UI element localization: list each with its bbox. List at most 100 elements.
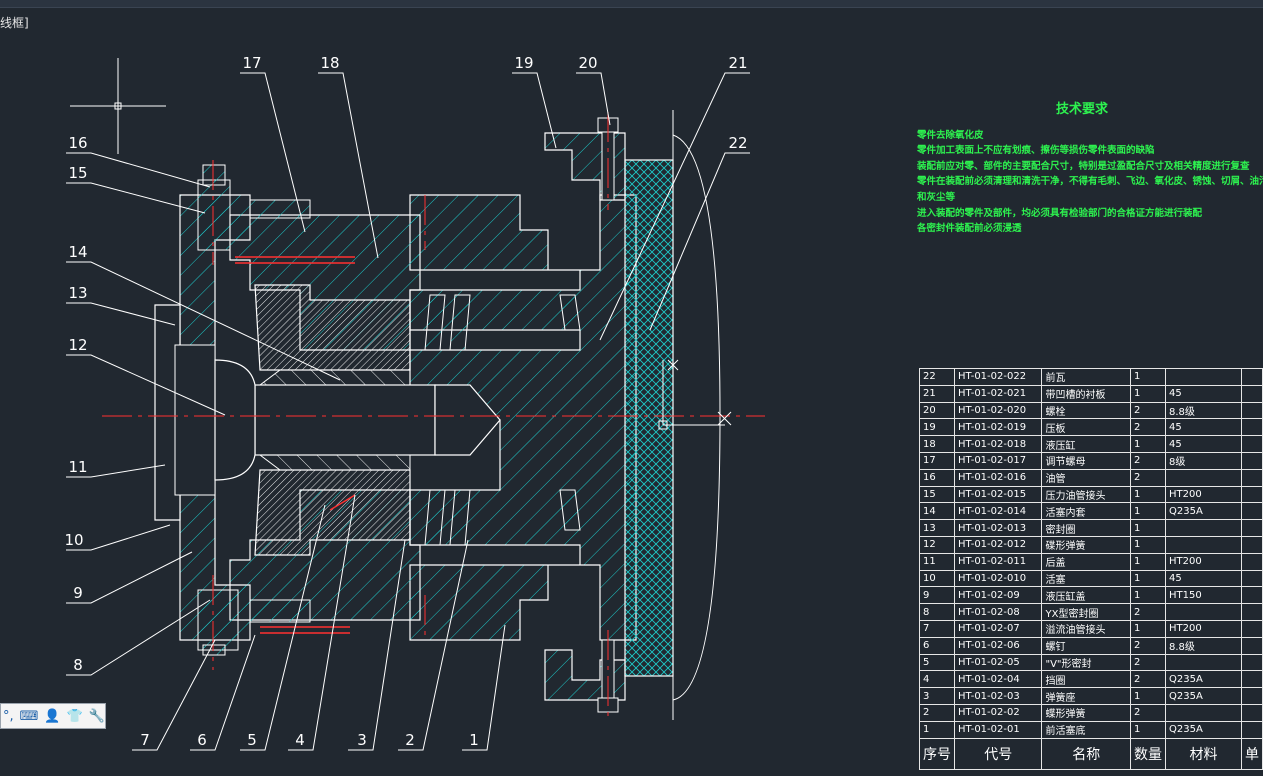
user-icon[interactable]: 👤 — [44, 708, 61, 724]
bom-cell-code: HT-01-02-08 — [953, 603, 1043, 621]
bom-cell-no: 15 — [919, 485, 955, 504]
bom-cell-no: 11 — [919, 552, 955, 571]
bom-cell-name: 压力油管接头 — [1041, 485, 1131, 504]
bom-cell-code: HT-01-02-03 — [953, 687, 1043, 705]
bom-cell-no: 18 — [919, 435, 955, 453]
bom-cell-extra — [1240, 502, 1263, 521]
part-number: 14 — [68, 243, 87, 261]
bom-cell-qty: 2 — [1129, 418, 1166, 437]
bom-cell-extra — [1240, 670, 1263, 689]
part-number: 8 — [73, 656, 83, 674]
bom-cell-extra — [1240, 485, 1263, 504]
bom-cell-code: HT-01-02-019 — [953, 418, 1043, 437]
bom-cell-extra — [1240, 401, 1263, 420]
oil-passages — [235, 256, 356, 634]
bom-cell-name: 带凹槽的衬板 — [1041, 384, 1131, 403]
bom-header-row: 序号代号名称数量材料单 — [919, 737, 1263, 770]
bom-cell-code: HT-01-02-020 — [953, 401, 1043, 420]
bom-cell-qty: 1 — [1129, 535, 1166, 554]
centerlines — [102, 112, 765, 720]
bom-cell-extra — [1240, 435, 1263, 453]
tech-line: 各密封件装配前必须浸透 — [917, 223, 1022, 235]
bom-cell-material: HT200 — [1164, 485, 1242, 504]
bom-cell-qty: 1 — [1129, 435, 1166, 453]
bom-cell-extra — [1240, 703, 1263, 722]
tech-line: 零件在装配前必须清理和清洗干净，不得有毛刺、飞边、氧化皮、锈蚀、切屑、油污、着色… — [917, 176, 1263, 188]
bom-cell-qty: 1 — [1129, 569, 1166, 588]
bom-cell-extra — [1240, 720, 1263, 739]
pipe-fittings — [197, 164, 239, 656]
bom-cell-material: HT150 — [1164, 586, 1242, 605]
bom-cell-code: HT-01-02-04 — [953, 670, 1043, 689]
bom-cell-extra — [1240, 552, 1263, 571]
bom-cell-no: 1 — [919, 720, 955, 739]
part-number: 10 — [64, 531, 83, 549]
bom-cell-qty: 1 — [1129, 485, 1166, 504]
part-number: 18 — [320, 54, 339, 72]
part-number: 1 — [469, 731, 479, 749]
bom-cell-material — [1164, 368, 1242, 386]
bom-cell-name: 调节螺母 — [1041, 451, 1131, 470]
bom-cell-material: HT200 — [1164, 619, 1242, 638]
bom-cell-material: Q235A — [1164, 670, 1242, 689]
bom-cell-name: 碟形弹簧 — [1041, 535, 1131, 554]
bom-cell-code: HT-01-02-014 — [953, 502, 1043, 521]
bom-cell-extra — [1240, 368, 1263, 386]
bom-cell-qty: 1 — [1129, 687, 1166, 705]
bom-cell-extra — [1240, 519, 1263, 537]
bom-cell-name: 前活塞底 — [1041, 720, 1131, 739]
bom-cell-no: 7 — [919, 619, 955, 638]
wrench-icon[interactable]: 🔧 — [88, 708, 105, 724]
bom-cell-no: 3 — [919, 687, 955, 705]
bom-cell-name: 活塞 — [1041, 569, 1131, 588]
bom-cell-name: 前瓦 — [1041, 368, 1131, 386]
viewport-label[interactable]: 线框] — [0, 16, 29, 30]
bom-cell-no: 8 — [919, 603, 955, 621]
bom-cell-code: HT-01-02-09 — [953, 586, 1043, 605]
part-number: 9 — [73, 584, 83, 602]
bom-header-material: 材料 — [1164, 737, 1242, 770]
bom-cell-no: 21 — [919, 384, 955, 403]
bom-header-extra: 单 — [1240, 737, 1263, 770]
snap-icon[interactable]: °, — [3, 708, 14, 724]
bom-cell-code: HT-01-02-07 — [953, 619, 1043, 638]
bom-cell-material: Q235A — [1164, 687, 1242, 705]
bom-cell-code: HT-01-02-01 — [953, 720, 1043, 739]
bom-cell-qty: 1 — [1129, 586, 1166, 605]
bom-cell-qty: 2 — [1129, 703, 1166, 722]
bom-cell-no: 12 — [919, 535, 955, 554]
bom-cell-extra — [1240, 569, 1263, 588]
floating-toolbar[interactable]: °, ⌨ 👤 👕 🔧 — [0, 703, 106, 729]
bom-cell-no: 2 — [919, 703, 955, 722]
bom-cell-name: 弹簧座 — [1041, 687, 1131, 705]
bom-cell-code: HT-01-02-011 — [953, 552, 1043, 571]
part-number: 20 — [578, 54, 597, 72]
part-number: 5 — [247, 731, 257, 749]
bom-cell-qty: 2 — [1129, 401, 1166, 420]
bom-cell-code: HT-01-02-012 — [953, 535, 1043, 554]
bom-cell-no: 19 — [919, 418, 955, 437]
shirt-icon[interactable]: 👕 — [66, 708, 83, 724]
bom-cell-qty: 1 — [1129, 384, 1166, 403]
keyboard-icon[interactable]: ⌨ — [19, 708, 39, 724]
disc-springs — [424, 294, 581, 546]
bom-cell-extra — [1240, 418, 1263, 437]
bom-cell-material: HT200 — [1164, 552, 1242, 571]
top-toolbar-strip — [0, 0, 1263, 8]
